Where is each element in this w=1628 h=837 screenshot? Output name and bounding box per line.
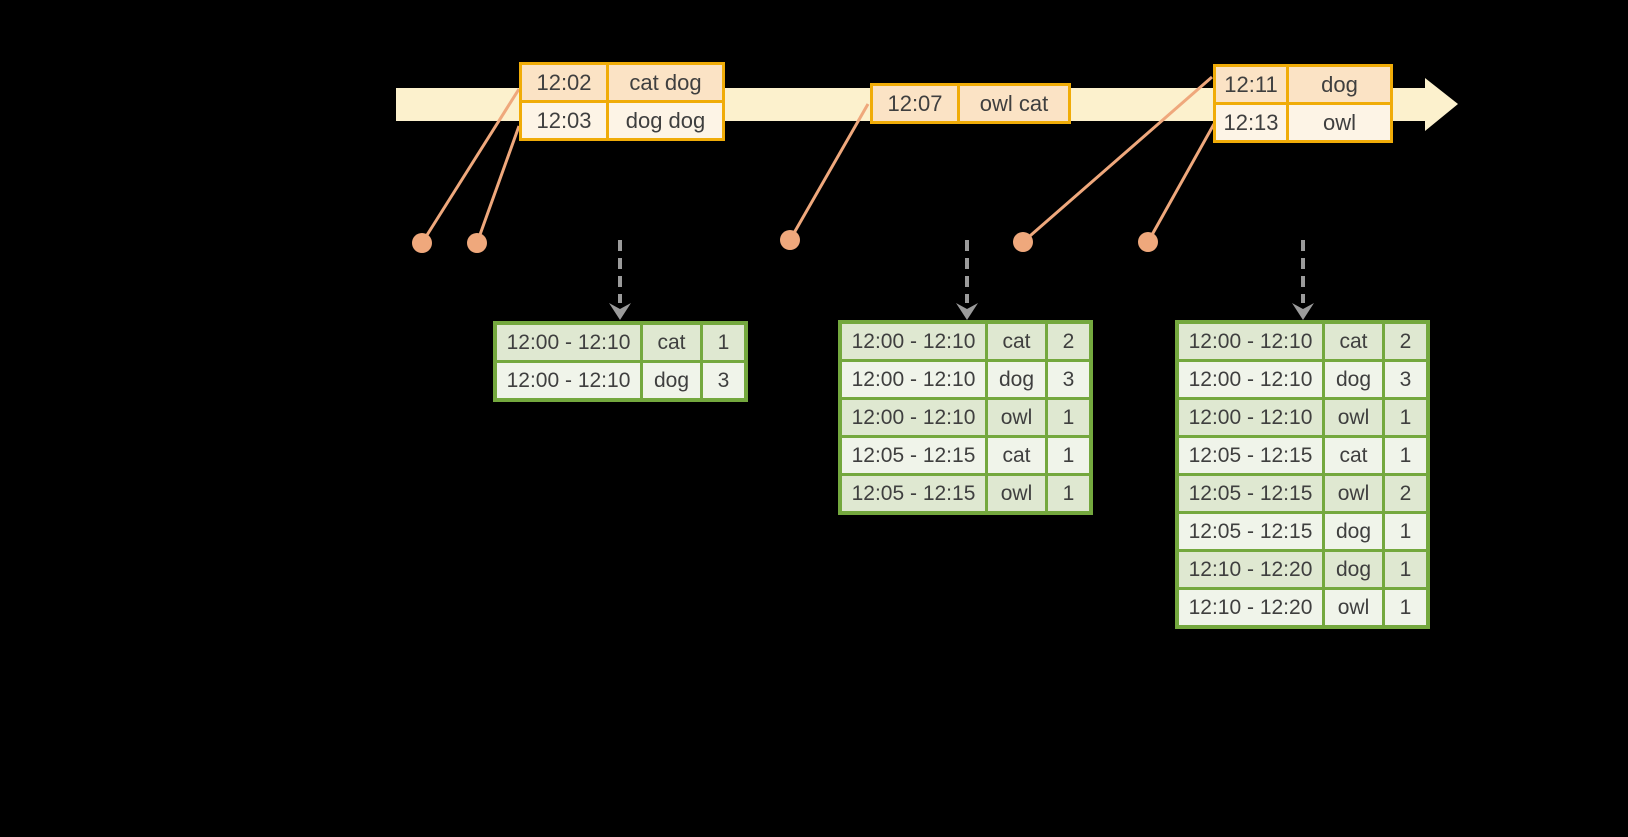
- event-words-cell: cat dog: [609, 65, 722, 100]
- window-cell: 12:05 - 12:15: [1179, 476, 1322, 511]
- count-cell: 2: [1385, 324, 1426, 359]
- word-cell: cat: [643, 325, 700, 360]
- event-dot-icon: [412, 233, 432, 253]
- trigger-arrowhead-icon: [956, 303, 978, 320]
- event-connector-line: [1146, 123, 1216, 243]
- event-time-cell: 12:07: [873, 86, 957, 121]
- count-cell: 1: [1385, 438, 1426, 473]
- word-cell: owl: [988, 400, 1045, 435]
- count-cell: 1: [1385, 400, 1426, 435]
- event-dot-icon: [780, 230, 800, 250]
- count-cell: 3: [1048, 362, 1089, 397]
- event-connector-line: [475, 125, 521, 244]
- event-time-cell: 12:13: [1216, 105, 1286, 140]
- trigger-arrowhead-icon: [1292, 303, 1314, 320]
- count-cell: 3: [703, 363, 744, 398]
- window-cell: 12:00 - 12:10: [1179, 362, 1322, 397]
- word-cell: owl: [1325, 476, 1382, 511]
- window-cell: 12:00 - 12:10: [1179, 400, 1322, 435]
- word-cell: cat: [1325, 324, 1382, 359]
- event-words-cell: dog: [1289, 67, 1390, 102]
- event-time-cell: 12:02: [522, 65, 606, 100]
- window-cell: 12:00 - 12:10: [842, 324, 985, 359]
- event-time-cell: 12:03: [522, 103, 606, 138]
- window-cell: 12:00 - 12:10: [842, 400, 985, 435]
- event-connector-line: [1022, 75, 1213, 244]
- window-cell: 12:10 - 12:20: [1179, 590, 1322, 625]
- word-cell: cat: [1325, 438, 1382, 473]
- word-cell: owl: [1325, 400, 1382, 435]
- trigger-arrowhead-icon: [609, 303, 631, 320]
- event-words-cell: dog dog: [609, 103, 722, 138]
- window-cell: 12:05 - 12:15: [842, 476, 985, 511]
- event-connector-line: [788, 103, 870, 241]
- word-cell: dog: [643, 363, 700, 398]
- window-cell: 12:00 - 12:10: [497, 325, 640, 360]
- word-cell: owl: [1325, 590, 1382, 625]
- event-connector-line: [420, 88, 521, 244]
- word-cell: cat: [988, 438, 1045, 473]
- timeline-arrowhead-icon: [1425, 78, 1458, 131]
- window-cell: 12:00 - 12:10: [1179, 324, 1322, 359]
- event-dot-icon: [1138, 232, 1158, 252]
- count-cell: 1: [1048, 438, 1089, 473]
- count-cell: 2: [1385, 476, 1426, 511]
- window-cell: 12:10 - 12:20: [1179, 552, 1322, 587]
- count-cell: 1: [703, 325, 744, 360]
- event-words-cell: owl cat: [960, 86, 1068, 121]
- count-cell: 1: [1048, 400, 1089, 435]
- count-cell: 1: [1385, 552, 1426, 587]
- count-cell: 2: [1048, 324, 1089, 359]
- window-cell: 12:00 - 12:10: [497, 363, 640, 398]
- window-cell: 12:05 - 12:15: [1179, 438, 1322, 473]
- event-dot-icon: [1013, 232, 1033, 252]
- count-cell: 1: [1048, 476, 1089, 511]
- window-cell: 12:05 - 12:15: [842, 438, 985, 473]
- event-words-cell: owl: [1289, 105, 1390, 140]
- word-cell: dog: [1325, 552, 1382, 587]
- count-cell: 1: [1385, 514, 1426, 549]
- event-dot-icon: [467, 233, 487, 253]
- word-cell: dog: [1325, 514, 1382, 549]
- word-cell: cat: [988, 324, 1045, 359]
- word-cell: dog: [988, 362, 1045, 397]
- word-cell: dog: [1325, 362, 1382, 397]
- window-cell: 12:00 - 12:10: [842, 362, 985, 397]
- window-cell: 12:05 - 12:15: [1179, 514, 1322, 549]
- word-cell: owl: [988, 476, 1045, 511]
- count-cell: 1: [1385, 590, 1426, 625]
- count-cell: 3: [1385, 362, 1426, 397]
- event-time-cell: 12:11: [1216, 67, 1286, 102]
